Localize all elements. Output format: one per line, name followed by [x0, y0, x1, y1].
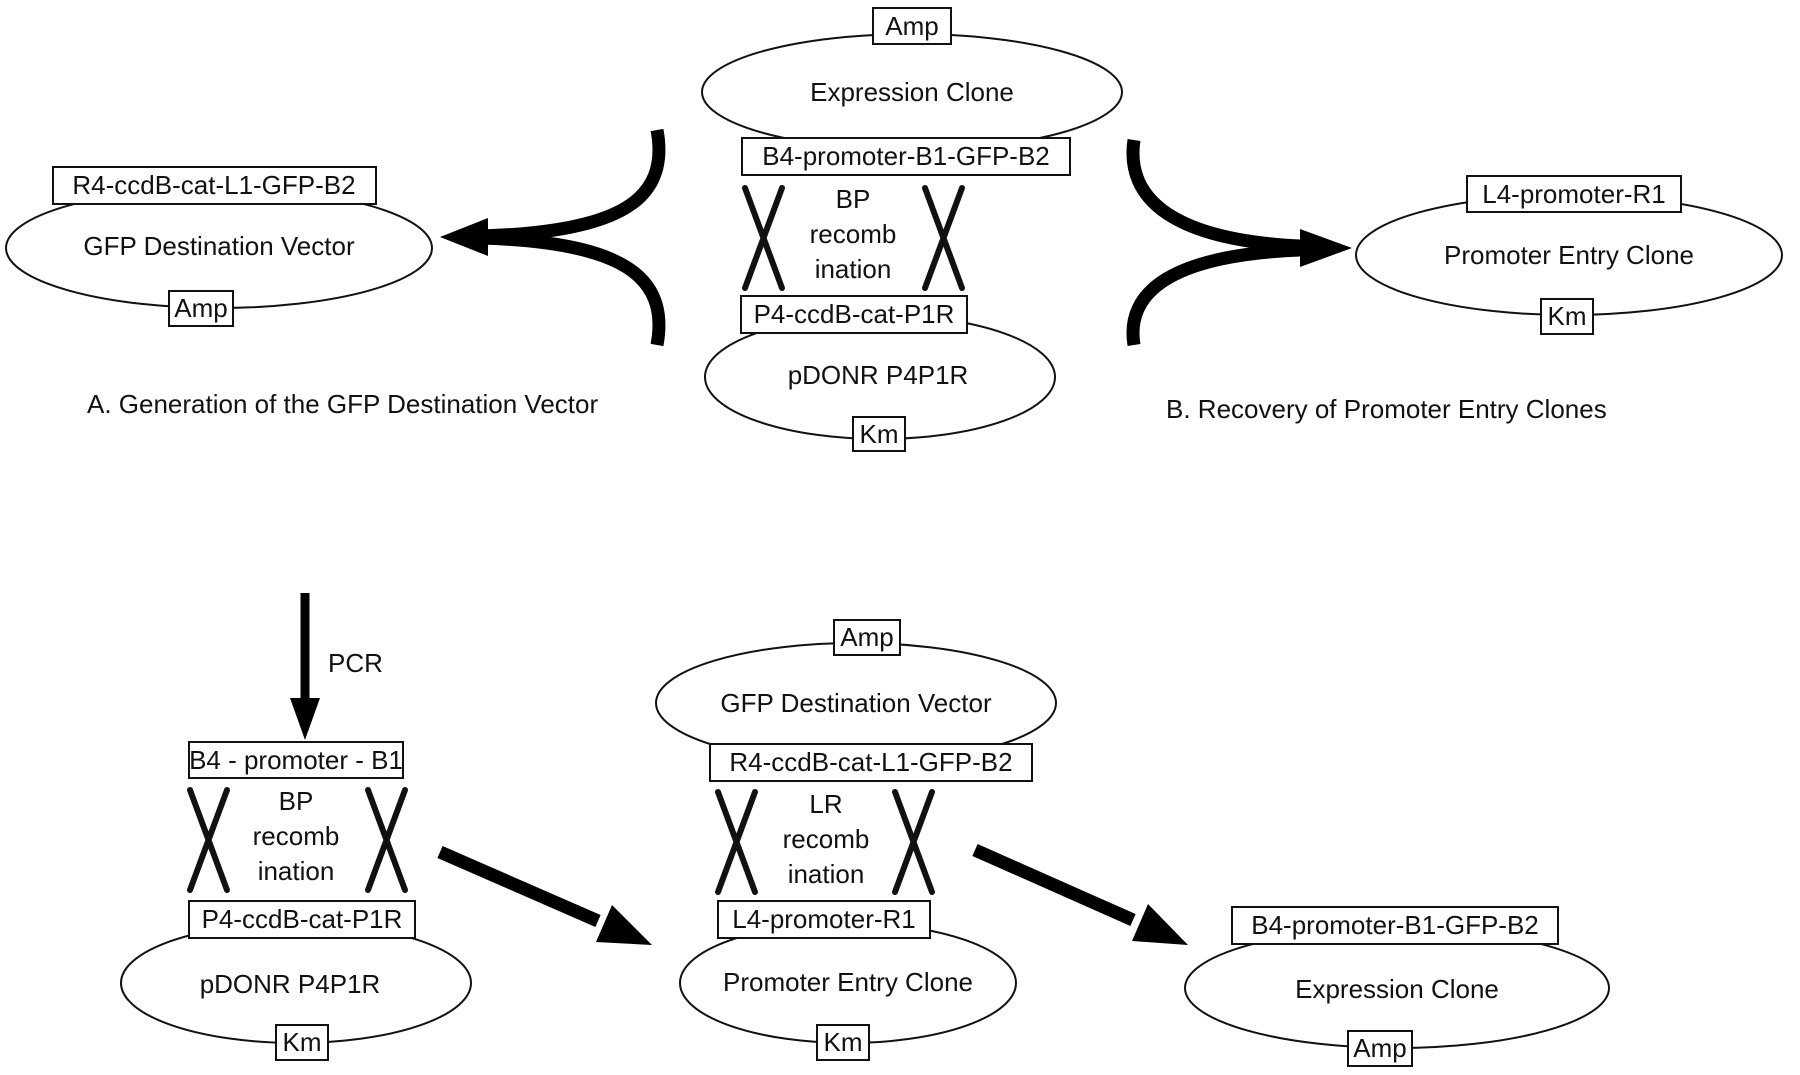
- crossover-right-mark: [365, 787, 408, 893]
- top-left-group: R4-ccdB-cat-L1-GFP-B2 GFP Destination Ve…: [5, 166, 598, 419]
- bp-recombination-line3: ination: [815, 254, 892, 284]
- lr-recombination-line2: recomb: [783, 824, 870, 854]
- amp-marker-box: [1347, 1030, 1413, 1067]
- top-center-group: Expression Clone Amp B4-promoter-B1-GFP-…: [701, 7, 1123, 452]
- bottom-right-group: B4-promoter-B1-GFP-B2 Expression Clone A…: [1184, 906, 1610, 1067]
- pdonr-label: pDONR P4P1R: [788, 360, 969, 390]
- promoter-entry-label: Promoter Entry Clone: [723, 967, 973, 997]
- pcr-label: PCR: [328, 648, 383, 678]
- km-marker-box: [275, 1024, 329, 1061]
- expression-site-box: [1231, 906, 1559, 945]
- caption-b: B. Recovery of Promoter Entry Clones: [1166, 394, 1607, 424]
- bottom-center-group: Amp GFP Destination Vector R4-ccdB-cat-L…: [655, 619, 1057, 1061]
- promoter-entry-site-box: [717, 900, 931, 939]
- pcr-arrow-head: [290, 698, 320, 740]
- expression-site-label: B4-promoter-B1-GFP-B2: [762, 141, 1050, 171]
- expression-site-label: B4-promoter-B1-GFP-B2: [1251, 910, 1539, 940]
- amp-marker-box: [872, 7, 952, 45]
- pdonr-site-label: P4-ccdB-cat-P1R: [754, 299, 955, 329]
- promoter-entry-site-label: L4-promoter-R1: [732, 904, 916, 934]
- pdonr-site-label: P4-ccdB-cat-P1R: [202, 904, 403, 934]
- bottom-left-group: PCR B4 - promoter - B1 BP recomb ination…: [120, 593, 472, 1061]
- km-marker-box: [1540, 298, 1594, 335]
- gfp-destination-label: GFP Destination Vector: [720, 688, 992, 718]
- gfp-destination-site-box: [52, 166, 377, 205]
- crossover-left-mark: [715, 789, 758, 895]
- km-marker-box: [816, 1024, 870, 1061]
- promoter-entry-label: Promoter Entry Clone: [1444, 240, 1694, 270]
- top-right-group: L4-promoter-R1 Promoter Entry Clone Km B…: [1166, 175, 1783, 424]
- promoter-entry-site-label: L4-promoter-R1: [1482, 179, 1666, 209]
- pcr-product-site-box: [188, 741, 404, 779]
- amp-marker-box: [833, 619, 901, 656]
- amp-marker-box: [168, 290, 234, 327]
- bp-recombination-line1: BP: [836, 184, 871, 214]
- gfp-destination-site-box: [709, 743, 1033, 782]
- pdonr-site-box: [740, 295, 968, 334]
- bp-recombination-line2: recomb: [253, 821, 340, 851]
- crossover-left-mark: [742, 185, 785, 291]
- expression-clone-label: Expression Clone: [810, 77, 1014, 107]
- crossover-left-mark: [187, 787, 230, 893]
- bp-recombination-line3: ination: [258, 856, 335, 886]
- top-right-curved-arrow: [1126, 139, 1352, 347]
- pcr-product-site-label: B4 - promoter - B1: [189, 745, 403, 775]
- km-marker-label: Km: [860, 419, 899, 449]
- lr-recombination-line3: ination: [788, 859, 865, 889]
- amp-marker-label: Amp: [174, 293, 227, 323]
- km-marker-label: Km: [824, 1027, 863, 1057]
- top-left-curved-arrow: [440, 128, 666, 347]
- bp-recombination-line2: recomb: [810, 219, 897, 249]
- promoter-entry-site-box: [1466, 175, 1682, 213]
- crossover-right-mark: [892, 789, 935, 895]
- amp-marker-label: Amp: [840, 622, 893, 652]
- crossover-right-mark: [922, 185, 965, 291]
- caption-a: A. Generation of the GFP Destination Vec…: [87, 389, 598, 419]
- lr-recombination-line1: LR: [809, 789, 842, 819]
- amp-marker-label: Amp: [1353, 1033, 1406, 1063]
- pdonr-site-box: [188, 900, 416, 939]
- gfp-destination-label: GFP Destination Vector: [83, 231, 355, 261]
- gfp-destination-site-label: R4-ccdB-cat-L1-GFP-B2: [729, 747, 1012, 777]
- km-marker-label: Km: [1548, 301, 1587, 331]
- gfp-destination-site-label: R4-ccdB-cat-L1-GFP-B2: [72, 170, 355, 200]
- pdonr-label: pDONR P4P1R: [200, 969, 381, 999]
- amp-marker-label: Amp: [885, 11, 938, 41]
- km-marker-box: [852, 416, 906, 452]
- arrow-to-lr-step: [437, 846, 652, 945]
- km-marker-label: Km: [283, 1027, 322, 1057]
- bp-recombination-line1: BP: [279, 786, 314, 816]
- expression-site-box: [741, 137, 1071, 176]
- arrow-to-expression-clone: [972, 844, 1188, 945]
- expression-clone-label: Expression Clone: [1295, 974, 1499, 1004]
